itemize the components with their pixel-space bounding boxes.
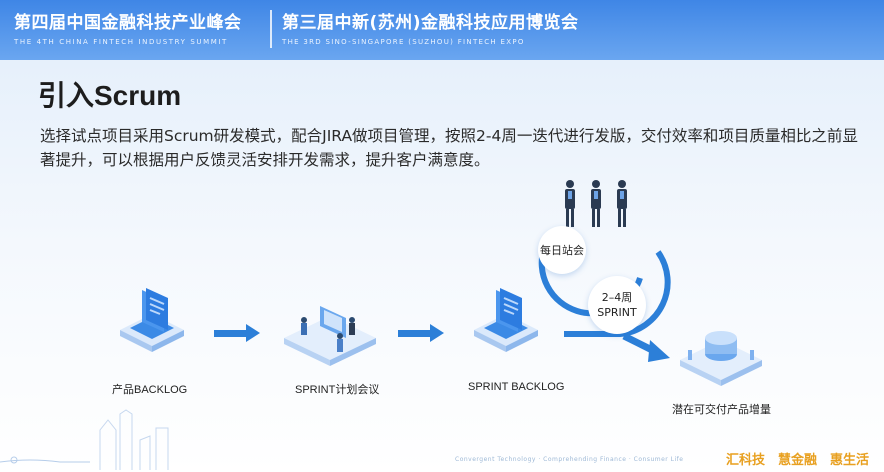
summit-title: 第四届中国金融科技产业峰会 [14,13,242,33]
product-increment-icon [680,331,762,386]
header-banner: 第四届中国金融科技产业峰会 THE 4TH CHINA FINTECH INDU… [0,0,884,60]
slide-description: 选择试点项目采用Scrum研发模式，配合JIRA做项目管理，按照2-4周一迭代进… [40,127,858,169]
sprint-period-label: 2–4周 [601,291,633,304]
expo-subtitle: THE 3RD SINO-SINGAPORE (SUZHOU) FINTECH … [282,38,525,46]
brand-finance: 慧金融 [778,453,818,468]
flow-arrow [214,324,260,342]
sprint-badge: 2–4周 SPRINT [588,276,646,334]
step-label-product-backlog: 产品BACKLOG [112,384,188,396]
slide-title: 引入Scrum [38,80,182,111]
step-label-increment: 潜在可交付产品增量 [672,404,771,416]
sprint-label: SPRINT [597,306,637,319]
document-stack-icon [474,288,538,352]
banner-divider [270,10,272,48]
document-stack-icon [120,288,184,352]
daily-standup-badge: 每日站会 [538,226,586,274]
step-label-sprint-planning: SPRINT计划会议 [295,384,380,396]
step-label-sprint-backlog: SPRINT BACKLOG [468,381,565,393]
brand-tech: 汇科技 [726,453,766,468]
daily-standup-label: 每日站会 [540,243,584,257]
slide-background [0,60,884,472]
expo-title: 第三届中新(苏州)金融科技应用博览会 [282,13,579,33]
team-members-icon [565,180,627,227]
city-skyline-decoration [0,409,169,470]
summit-subtitle: THE 4TH CHINA FINTECH INDUSTRY SUMMIT [14,38,228,46]
meeting-scene-icon [284,306,376,366]
flow-arrow [398,324,444,342]
brand-life: 惠生活 [830,453,870,468]
footer-slogan: Convergent Technology · Comprehending Fi… [455,456,684,463]
